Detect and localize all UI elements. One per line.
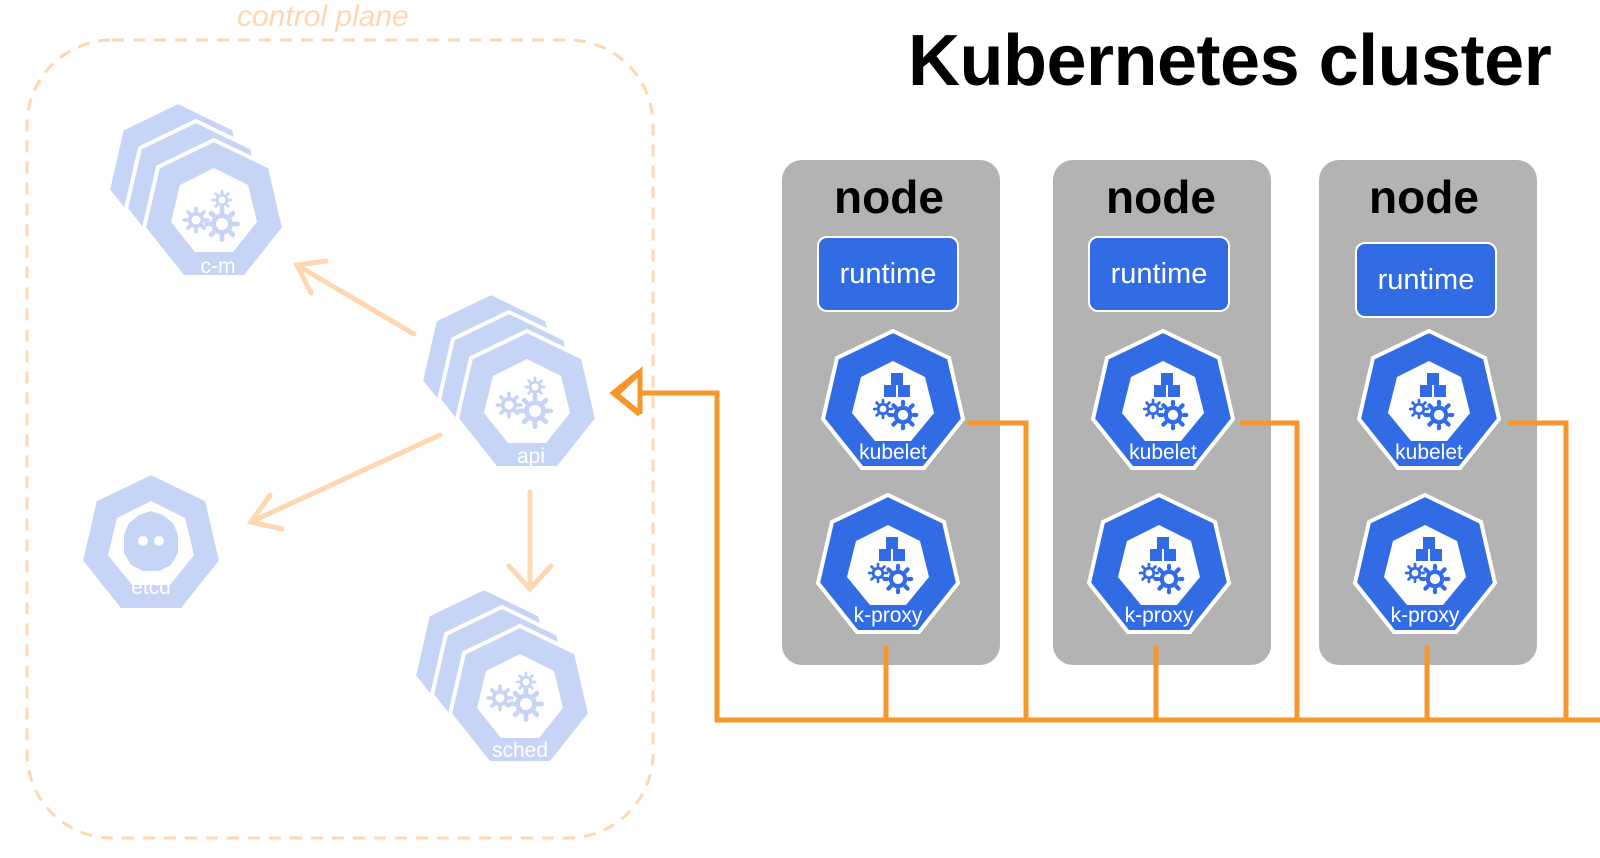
api-server-component: api	[419, 291, 599, 470]
kubelet-label-3: kubelet	[1395, 441, 1463, 464]
kubelet-component-3: kubelet	[1359, 331, 1499, 468]
controller-manager-component: c-m	[106, 100, 286, 279]
control-plane-arrows	[246, 258, 554, 593]
etcd-icon	[124, 511, 178, 571]
api-label: api	[517, 445, 545, 468]
kproxy-label-2: k-proxy	[1125, 604, 1194, 627]
diagram-title: Kubernetes cluster	[908, 21, 1552, 101]
etcd-component: etcd	[79, 471, 223, 612]
runtime-box-1: runtime	[817, 236, 959, 312]
node-title-3: node	[1369, 171, 1479, 223]
kubelet-component-1: kubelet	[823, 331, 963, 468]
kproxy-label-1: k-proxy	[854, 604, 923, 627]
control-plane-boundary	[25, 38, 655, 840]
api-arrowhead	[609, 369, 642, 417]
kproxy-component-2: k-proxy	[1089, 495, 1229, 632]
kproxy-label-3: k-proxy	[1391, 604, 1460, 627]
node-title-1: node	[834, 171, 944, 223]
runtime-box-2: runtime	[1088, 236, 1230, 312]
kubelet-label-1: kubelet	[859, 441, 927, 464]
control-plane-label: control plane	[237, 0, 409, 33]
kubelet-component-2: kubelet	[1093, 331, 1233, 468]
kproxy-component-3: k-proxy	[1355, 495, 1495, 632]
kubelet-label-2: kubelet	[1129, 441, 1197, 464]
runtime-box-3: runtime	[1355, 242, 1497, 318]
cm-label: c-m	[201, 255, 236, 278]
kproxy-component-1: k-proxy	[818, 495, 958, 632]
sched-label: sched	[492, 739, 548, 762]
node-title-2: node	[1106, 171, 1216, 223]
etcd-label: etcd	[131, 576, 171, 599]
scheduler-component: sched	[412, 586, 592, 765]
